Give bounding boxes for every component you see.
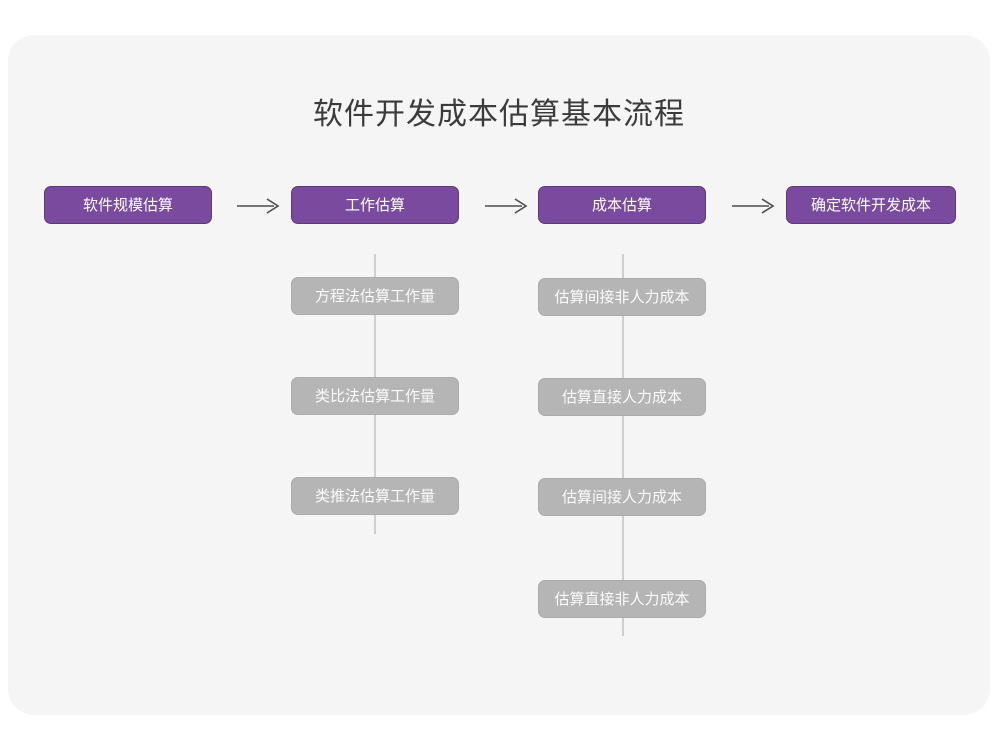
stage-node-2[interactable]: 工作估算	[291, 186, 459, 224]
substep-node-3-3[interactable]: 估算间接人力成本	[538, 478, 706, 516]
stage-node-1[interactable]: 软件规模估算	[44, 186, 212, 224]
arrow-right-icon-2	[484, 197, 530, 217]
substep-node-2-2[interactable]: 类比法估算工作量	[291, 377, 459, 415]
stage-node-3[interactable]: 成本估算	[538, 186, 706, 224]
substep-node-2-3[interactable]: 类推法估算工作量	[291, 477, 459, 515]
diagram-card: 软件开发成本估算基本流程 软件规模估算 工作估算 方程法估算工作量 类比法估算工…	[8, 35, 990, 715]
substep-node-3-1[interactable]: 估算间接非人力成本	[538, 278, 706, 316]
substep-node-2-1[interactable]: 方程法估算工作量	[291, 277, 459, 315]
arrow-right-icon-1	[236, 197, 282, 217]
stage-node-4[interactable]: 确定软件开发成本	[786, 186, 956, 224]
page-title: 软件开发成本估算基本流程	[313, 98, 685, 131]
arrow-right-icon-3	[731, 197, 777, 217]
substep-node-3-2[interactable]: 估算直接人力成本	[538, 378, 706, 416]
connector-line-stage3	[622, 254, 624, 636]
substep-node-3-4[interactable]: 估算直接非人力成本	[538, 580, 706, 618]
